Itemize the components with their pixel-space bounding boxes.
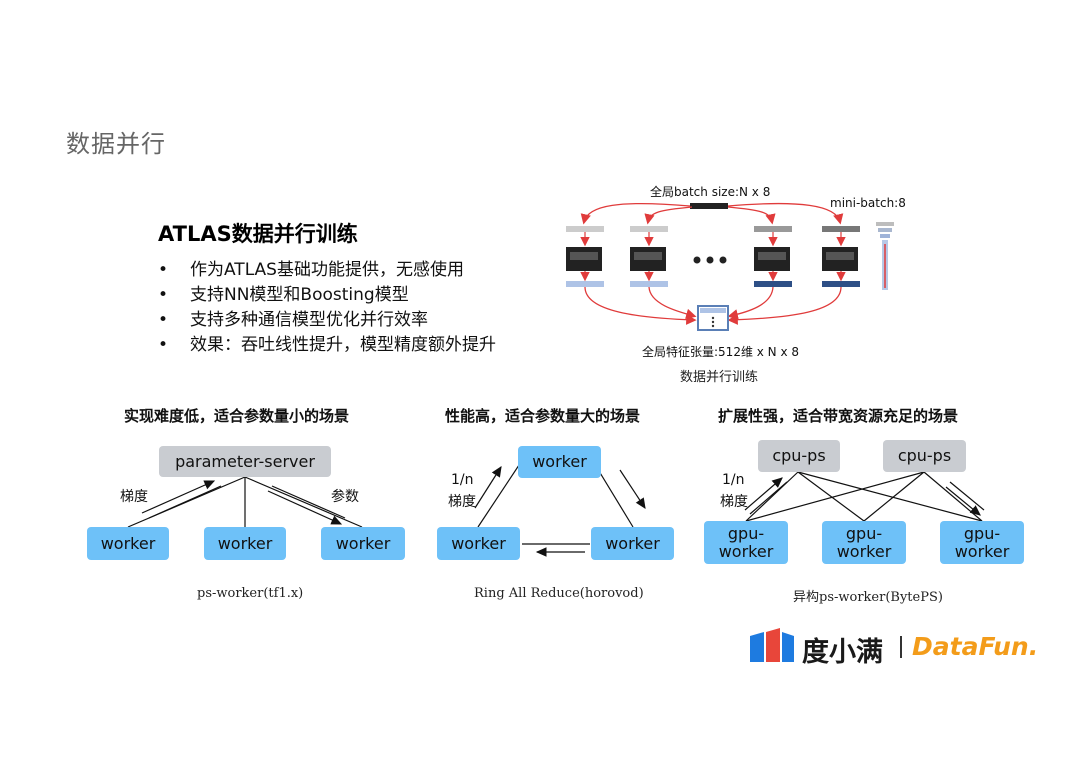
bullet-dot-icon: • — [158, 260, 169, 280]
worker-node: worker — [437, 527, 520, 560]
mini-batch-stack-icon — [876, 222, 894, 290]
gpu-worker-node: gpu- worker — [940, 521, 1024, 564]
slide-title: 数据并行 — [66, 130, 166, 158]
datafun-logo: DataFun. — [912, 632, 1039, 661]
bullet-item: • 支持多种通信模型优化并行效率 — [158, 308, 496, 333]
batch-split-arrows — [580, 202, 844, 225]
gradient-label: 梯度 — [720, 494, 748, 510]
bullet-text: 效果：吞吐线性提升，模型精度额外提升 — [190, 335, 496, 355]
fraction-label: 1/n — [722, 472, 745, 488]
ps-worker-title: 实现难度低，适合参数量小的场景 — [124, 407, 350, 425]
ellipsis-icon — [693, 256, 727, 264]
worker-column-4 — [822, 226, 860, 287]
bullet-item: • 作为ATLAS基础功能提供，无感使用 — [158, 258, 496, 283]
byteps-caption: 异构ps-worker(BytePS) — [793, 590, 943, 605]
global-tensor-label: 全局特征张量:512维 x N x 8 — [642, 345, 800, 359]
worker-node: worker — [321, 527, 405, 560]
worker-node: worker — [204, 527, 286, 560]
worker-column-1 — [566, 226, 604, 287]
duxiaoman-logo-icon — [750, 628, 794, 662]
mini-batch-label: mini-batch:8 — [830, 196, 906, 210]
global-batch-bar — [690, 203, 728, 209]
figure-caption: 数据并行训练 — [680, 370, 759, 385]
gather-arrows — [584, 286, 842, 325]
global-batch-label: 全局batch size:N x 8 — [650, 185, 771, 199]
worker-column-2 — [630, 226, 668, 287]
ring-caption: Ring All Reduce(horovod) — [474, 586, 644, 601]
byteps-links — [744, 471, 985, 522]
cpu-ps-node: cpu-ps — [758, 440, 840, 472]
bullet-item: • 支持NN模型和Boosting模型 — [158, 283, 496, 308]
byteps-title: 扩展性强，适合带宽资源充足的场景 — [718, 407, 959, 425]
bullet-text: 支持NN模型和Boosting模型 — [190, 285, 409, 305]
worker-node: worker — [87, 527, 169, 560]
duxiaoman-logo-text: 度小满 — [802, 637, 883, 668]
bullet-text: 作为ATLAS基础功能提供，无感使用 — [190, 260, 464, 280]
worker-node: worker — [518, 446, 601, 478]
param-label: 参数 — [331, 489, 359, 505]
worker-node: worker — [591, 527, 674, 560]
ps-worker-links — [127, 476, 363, 528]
bullet-dot-icon: • — [158, 285, 169, 305]
logo-divider — [900, 636, 902, 658]
gradient-label: 梯度 — [448, 494, 476, 510]
gpu-worker-node: gpu- worker — [822, 521, 906, 564]
worker-column-3 — [754, 226, 792, 287]
parameter-server-node: parameter-server — [159, 446, 331, 477]
bullet-dot-icon: • — [158, 310, 169, 330]
ring-title: 性能高，适合参数量大的场景 — [445, 407, 641, 425]
atlas-bullet-list: • 作为ATLAS基础功能提供，无感使用 • 支持NN模型和Boosting模型 •… — [158, 258, 496, 358]
fraction-label: 1/n — [451, 472, 474, 488]
tensor-icon — [697, 305, 729, 331]
ps-worker-caption: ps-worker(tf1.x) — [197, 586, 304, 601]
bullet-dot-icon: • — [158, 335, 169, 355]
bullet-text: 支持多种通信模型优化并行效率 — [190, 310, 428, 330]
bullet-item: • 效果：吞吐线性提升，模型精度额外提升 — [158, 333, 496, 358]
gpu-worker-node: gpu- worker — [704, 521, 788, 564]
gradient-label: 梯度 — [120, 489, 148, 505]
atlas-heading: ATLAS数据并行训练 — [158, 222, 358, 246]
cpu-ps-node: cpu-ps — [883, 440, 966, 472]
